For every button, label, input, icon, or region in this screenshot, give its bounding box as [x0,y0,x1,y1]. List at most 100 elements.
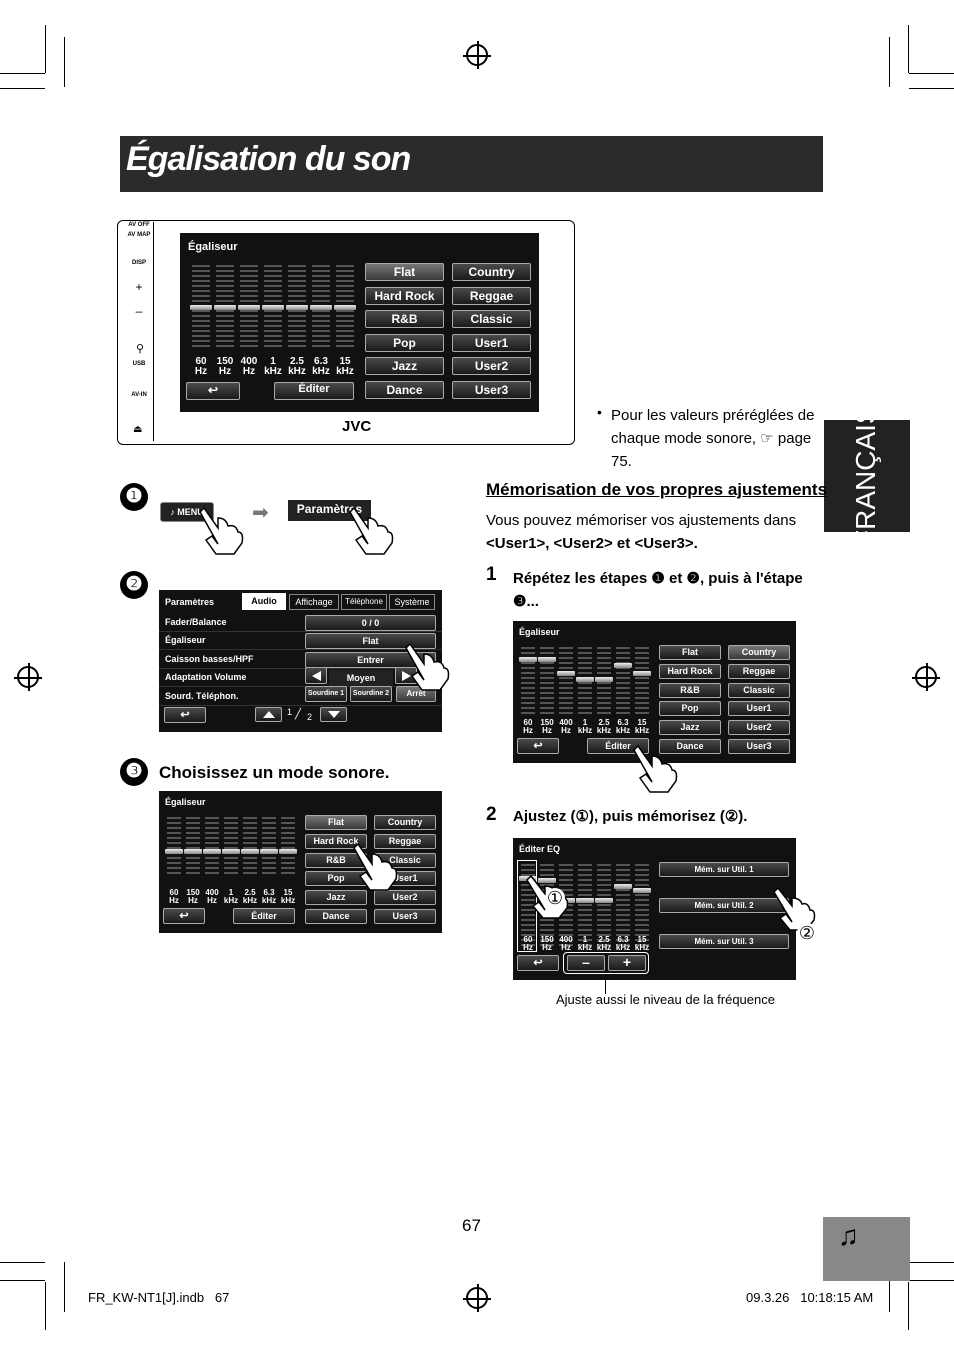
eq-slider-knob[interactable] [576,677,594,682]
preset-button-user3[interactable]: User3 [374,909,436,924]
preset-button-jazz[interactable]: Jazz [365,357,444,376]
preset-button-classic[interactable]: Classic [728,682,790,698]
eq-slider-knob[interactable] [310,305,332,310]
preset-button-dance[interactable]: Dance [659,739,721,754]
preset-button-user2[interactable]: User2 [452,357,531,376]
memory-user3-button[interactable]: Mém. sur Util. 3 [659,934,789,949]
memory-user2-button[interactable]: Mém. sur Util. 2 [659,898,789,913]
preset-button-pop[interactable]: Pop [659,701,721,717]
preset-button-hardrock[interactable]: Hard Rock [305,833,367,849]
eq-band-slider[interactable] [578,864,592,948]
preset-button-rb[interactable]: R&B [305,852,367,868]
eq-band-slider[interactable] [262,817,276,877]
preset-button-country[interactable]: Country [728,645,790,660]
eq-slider-knob[interactable] [334,305,356,310]
tab-audio[interactable]: Audio [242,593,286,610]
preset-button-hardrock[interactable]: Hard Rock [365,286,444,305]
tab-system[interactable]: Système [389,594,435,610]
eq-slider-knob[interactable] [595,677,613,682]
minus-button[interactable]: – [567,955,605,971]
back-button[interactable]: ↩ [186,382,240,400]
preset-button-user2[interactable]: User2 [728,720,790,736]
preset-button-country[interactable]: Country [452,263,531,281]
eq-slider-knob[interactable] [286,305,308,310]
mute2-button[interactable]: Sourdine 2 [350,686,392,702]
left-arrow-button[interactable] [305,667,327,684]
settings-value-button[interactable]: Flat [305,633,436,650]
preset-button-jazz[interactable]: Jazz [305,890,367,906]
eq-slider-knob[interactable] [241,849,259,854]
eq-band-slider[interactable] [205,817,219,877]
preset-button-reggae[interactable]: Reggae [728,663,790,679]
tab-display[interactable]: Affichage [289,594,339,610]
eq-slider-knob[interactable] [614,884,632,889]
eq-band-slider[interactable] [616,647,630,715]
menu-button[interactable]: ♪ MENU [160,502,214,522]
back-button[interactable]: ↩ [517,955,559,971]
eq-slider-knob[interactable] [262,305,284,310]
edit-button[interactable]: Éditer [274,382,354,400]
plus-button[interactable]: + [608,955,646,971]
eq-slider-knob[interactable] [203,849,221,854]
edit-button[interactable]: Éditer [233,908,295,924]
preset-button-reggae[interactable]: Reggae [452,286,531,305]
eq-slider-knob[interactable] [633,888,651,893]
eq-band-slider[interactable] [540,647,554,715]
eq-band-slider[interactable] [243,817,257,877]
preset-button-user3[interactable]: User3 [728,739,790,754]
eq-slider-knob[interactable] [538,657,556,662]
preset-button-country[interactable]: Country [374,815,436,830]
preset-button-flat[interactable]: Flat [305,815,367,830]
eq-band-slider[interactable] [597,864,611,948]
eq-slider-knob[interactable] [576,898,594,903]
eq-slider-knob[interactable] [538,878,556,883]
preset-button-flat[interactable]: Flat [659,645,721,660]
settings-value-button[interactable]: Entrer [305,651,436,668]
preset-button-pop[interactable]: Pop [365,333,444,352]
eq-slider-knob[interactable] [238,305,260,310]
eq-band-slider[interactable] [521,647,535,715]
preset-button-dance[interactable]: Dance [365,381,444,399]
eq-slider-knob[interactable] [214,305,236,310]
preset-button-hardrock[interactable]: Hard Rock [659,663,721,679]
settings-value-button[interactable]: 0 / 0 [305,615,436,631]
eq-band-slider[interactable] [167,817,181,877]
eq-slider-knob[interactable] [595,898,613,903]
eq-band-slider[interactable] [559,647,573,715]
page-down-button[interactable] [320,707,347,722]
eq-slider-knob[interactable] [557,671,575,676]
back-button[interactable]: ↩ [164,707,206,723]
preset-button-user3[interactable]: User3 [452,381,531,399]
preset-button-rb[interactable]: R&B [365,310,444,329]
tab-phone[interactable]: Téléphone [341,594,387,610]
preset-button-user1[interactable]: User1 [452,333,531,352]
eq-slider-knob[interactable] [519,657,537,662]
preset-button-jazz[interactable]: Jazz [659,720,721,736]
back-button[interactable]: ↩ [163,908,205,924]
parameters-button[interactable]: Paramètres [288,500,371,521]
memory-user1-button[interactable]: Mém. sur Util. 1 [659,862,789,877]
eq-slider-knob[interactable] [222,849,240,854]
eq-slider-knob[interactable] [165,849,183,854]
eq-slider-knob[interactable] [260,849,278,854]
eq-slider-knob[interactable] [184,849,202,854]
back-button[interactable]: ↩ [517,738,559,754]
preset-button-user2[interactable]: User2 [374,890,436,906]
preset-button-reggae[interactable]: Reggae [374,833,436,849]
eq-slider-knob[interactable] [279,849,297,854]
eq-slider-knob[interactable] [614,663,632,668]
eq-band-slider[interactable] [186,817,200,877]
preset-button-flat[interactable]: Flat [365,263,444,281]
eq-band-slider[interactable] [635,647,649,715]
preset-button-pop[interactable]: Pop [305,871,367,887]
eq-band-slider[interactable] [635,864,649,948]
preset-button-user1[interactable]: User1 [728,701,790,717]
preset-button-rb[interactable]: R&B [659,682,721,698]
page-up-button[interactable] [255,707,282,722]
preset-button-dance[interactable]: Dance [305,909,367,924]
mute1-button[interactable]: Sourdine 1 [305,686,347,702]
eq-slider-knob[interactable] [190,305,212,310]
preset-button-classic[interactable]: Classic [452,310,531,329]
eq-band-slider[interactable] [281,817,295,877]
eq-band-slider[interactable] [224,817,238,877]
